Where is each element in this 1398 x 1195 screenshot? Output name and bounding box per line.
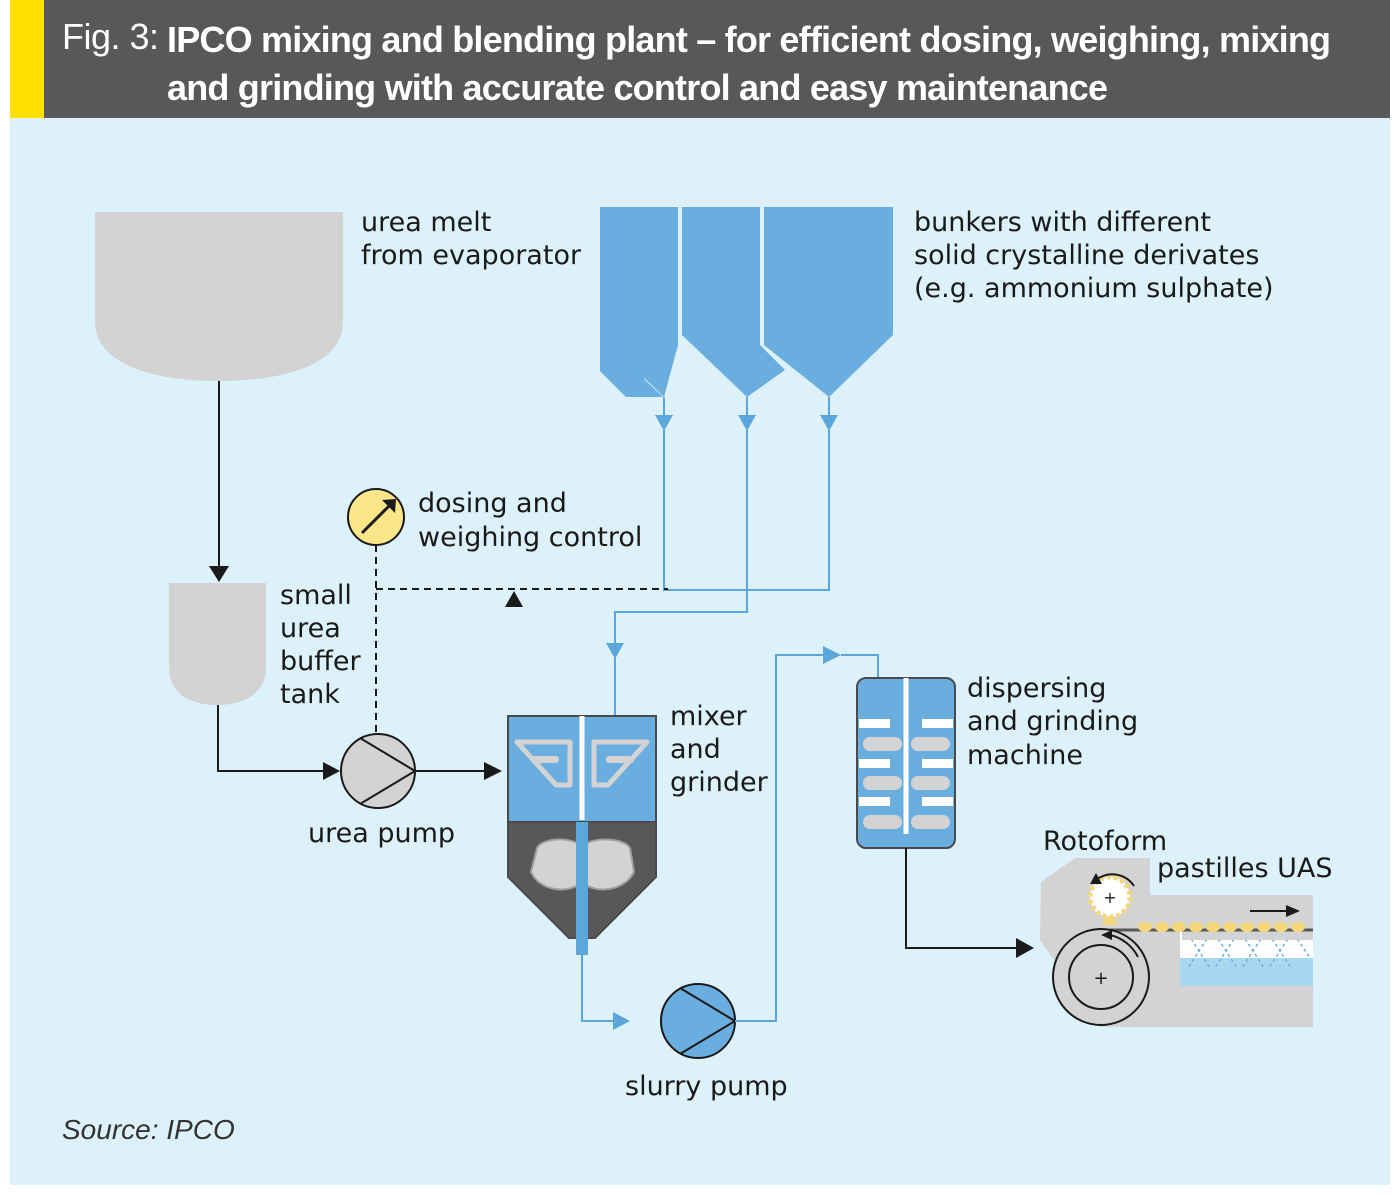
rotoform-unit: + + (1040, 858, 1313, 1027)
urea-pump-icon (340, 733, 416, 809)
label-disp-2: and grinding (967, 706, 1138, 737)
slurry-pump-icon (660, 983, 736, 1059)
urea-melt-tank (95, 212, 343, 381)
label-disp-3: machine (967, 740, 1083, 771)
label-urea-melt-2: from evaporator (361, 240, 582, 271)
label-rotoform: Rotoform (1043, 826, 1167, 857)
disperser-to-rotoform-line (905, 848, 1017, 949)
label-buffer-4: tank (280, 679, 340, 710)
disperser-to-rotoform-arrow (1016, 938, 1034, 958)
mixer-grinder (507, 715, 657, 955)
buffer-to-pump-arrow (323, 762, 340, 780)
slurry-to-disperser-arrow (823, 646, 841, 664)
process-diagram: + + urea melt from evaporator bunkers wi… (62, 207, 1332, 1145)
figure-header: Fig. 3: IPCO mixing and blending plant –… (10, 0, 1390, 118)
label-dosing-2: weighing control (418, 522, 642, 553)
label-urea-melt-1: urea melt (361, 207, 491, 238)
control-signal-line (375, 545, 668, 735)
label-bunkers-1: bunkers with different (914, 207, 1211, 238)
bunker-3 (764, 207, 893, 397)
bunker-feed-lines (614, 397, 830, 716)
figure-frame: Fig. 3: IPCO mixing and blending plant –… (10, 0, 1390, 1185)
bunkers (600, 207, 893, 397)
urea-buffer-tank (169, 583, 266, 705)
bunker-2 (682, 207, 785, 397)
label-buffer-3: buffer (280, 646, 361, 677)
control-signal-arrow (505, 591, 523, 607)
label-disp-1: dispersing (967, 673, 1106, 704)
svg-text:+: + (1093, 968, 1108, 989)
label-buffer-1: small (280, 580, 352, 611)
melt-to-buffer-arrow (209, 566, 229, 582)
slurry-to-disperser-line (735, 654, 823, 1022)
mixer-to-slurry-line (581, 955, 615, 1022)
label-mixer-2: and (670, 734, 721, 765)
label-buffer-2: urea (280, 613, 341, 644)
label-bunkers-3: (e.g. ammonium sulphate) (914, 273, 1274, 304)
bunker-1-body (600, 207, 678, 397)
disperser-inlet-line (841, 654, 879, 678)
source-note: Source: IPCO (62, 1114, 235, 1145)
figure-number: Fig. 3: (62, 16, 159, 57)
label-mixer-1: mixer (670, 701, 748, 732)
bunker-feed-arrows (606, 415, 838, 659)
label-slurry-pump: slurry pump (625, 1071, 788, 1102)
figure-title: IPCO mixing and blending plant – for eff… (167, 19, 1331, 108)
pump-to-mixer-arrow (484, 762, 502, 780)
dosing-gauge-icon (347, 488, 405, 546)
label-mixer-3: grinder (670, 767, 769, 798)
dispersing-machine (856, 677, 956, 849)
svg-text:+: + (1103, 888, 1116, 907)
mixer-to-slurry-arrow (613, 1012, 630, 1030)
label-bunkers-2: solid crystalline derivates (914, 240, 1259, 271)
yellow-accent-bar (10, 0, 44, 118)
label-urea-pump: urea pump (308, 818, 455, 849)
label-pastilles: pastilles UAS (1157, 853, 1332, 884)
label-dosing-1: dosing and (418, 488, 567, 519)
buffer-to-pump-line (217, 705, 325, 772)
